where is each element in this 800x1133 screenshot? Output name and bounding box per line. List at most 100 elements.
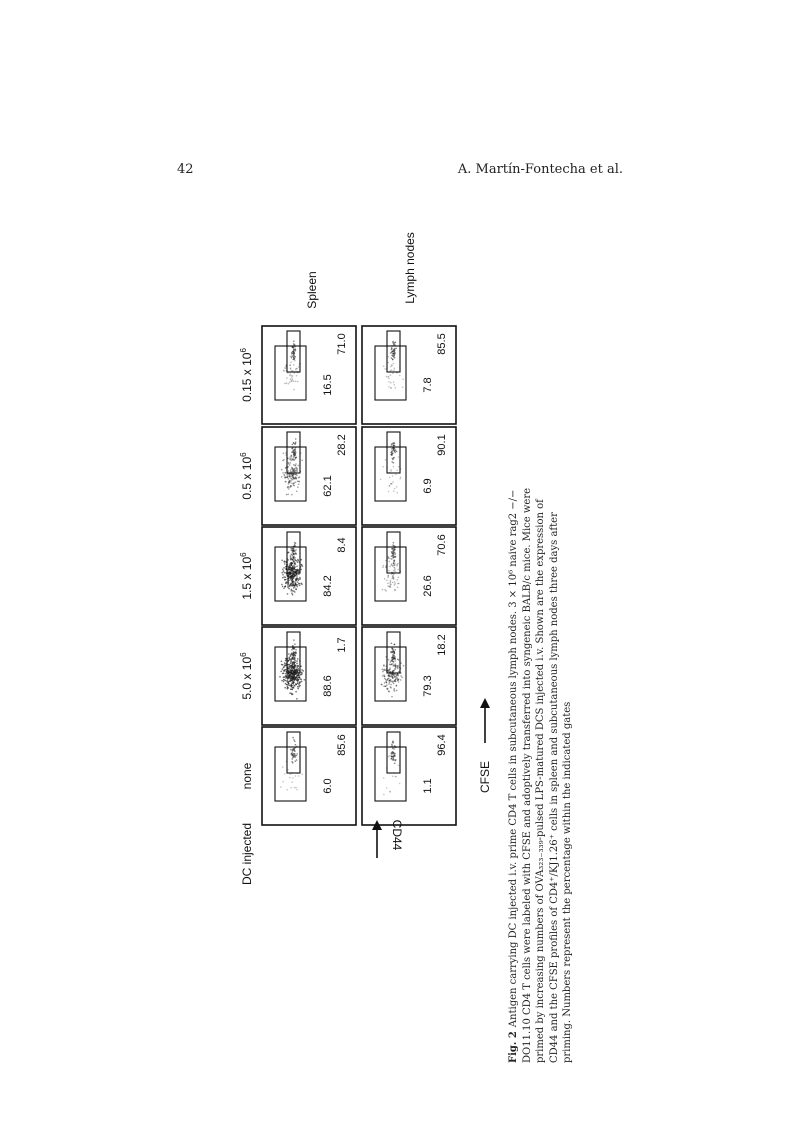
event-dot [284,382,286,385]
event-dot [394,657,396,659]
event-dot [291,688,294,691]
event-dot [394,680,397,683]
event-dot [387,574,390,577]
event-dot [295,583,297,586]
event-dot [397,664,399,667]
event-dot [289,457,292,460]
event-dot [292,736,294,739]
event-dot [392,442,394,444]
event-dot [294,438,297,440]
event-dot [391,451,393,454]
event-dot [282,780,285,783]
event-dot [389,678,392,681]
event-dot [294,669,296,671]
divided-percent: 1.1 [422,778,434,793]
event-dot [290,557,293,560]
event-dot [391,750,394,753]
event-dot [291,380,293,382]
event-dot [399,679,402,681]
event-dot [296,698,298,700]
event-dot [286,788,288,791]
event-dot [297,673,299,676]
event-dot [292,464,295,466]
event-dot [397,568,399,571]
event-dot [283,567,285,569]
event-dot [300,673,303,676]
panel-frame [361,526,457,626]
event-dot [392,444,395,446]
event-dot [295,652,297,655]
event-dot [394,665,397,667]
event-dot [288,475,291,478]
event-dot [296,568,299,571]
event-dot [288,566,290,568]
event-dot [294,470,296,473]
event-dot [389,582,391,584]
event-dot [291,674,293,677]
event-dot [290,679,292,681]
event-dot [393,690,396,692]
event-dot [394,569,396,571]
event-dot [291,590,294,592]
condition-text: none [240,762,254,789]
event-dot [395,685,398,687]
event-dot [294,581,296,583]
event-dot [285,578,287,581]
event-dot [394,570,396,573]
event-dot [397,466,400,468]
event-dot [392,677,394,679]
event-dot [390,369,393,371]
event-dot [290,485,293,488]
event-dot [297,682,299,685]
event-dot [289,692,291,694]
event-dot [386,679,388,681]
event-dot [290,480,292,482]
cfse-axis-label: CFSE [478,761,492,793]
event-dot [392,541,395,544]
event-dot [392,674,395,677]
event-dot [391,743,393,746]
event-dot [393,450,396,453]
event-dot [291,458,294,461]
event-dot [394,676,397,678]
event-dot [292,670,295,672]
event-dot [287,493,290,496]
event-dot [292,573,295,575]
event-dot [289,555,292,557]
event-dot [291,355,294,357]
event-dot [389,581,392,583]
event-dot [389,679,392,682]
event-dot [390,381,392,384]
event-dot [398,782,401,785]
condition-label-2: 1.5 x 106 [239,552,254,600]
divided-gate [374,446,407,502]
event-dot [391,675,394,678]
event-dot [284,586,286,588]
event-dot [389,675,391,677]
event-dot [287,580,290,583]
event-dot [393,547,395,549]
event-dot [296,474,298,477]
tissue-label-1: Lymph nodes [403,232,417,304]
event-dot [286,577,289,580]
event-dot [290,478,293,480]
event-dot [396,667,399,670]
event-dot [290,375,293,377]
event-dot [390,656,393,659]
event-dot [303,679,306,681]
event-dot [298,684,300,686]
event-dot [391,475,394,477]
event-dot [396,676,398,679]
event-dot [292,777,294,779]
event-dot [392,352,395,355]
event-dot [296,367,298,370]
event-dot [299,578,302,580]
event-dot [391,752,394,755]
event-dot [295,573,298,575]
event-dot [400,662,402,664]
event-dot [395,486,398,488]
event-dot [292,568,295,570]
event-dot [394,660,397,662]
event-dot [293,553,296,555]
event-dot [387,582,389,585]
